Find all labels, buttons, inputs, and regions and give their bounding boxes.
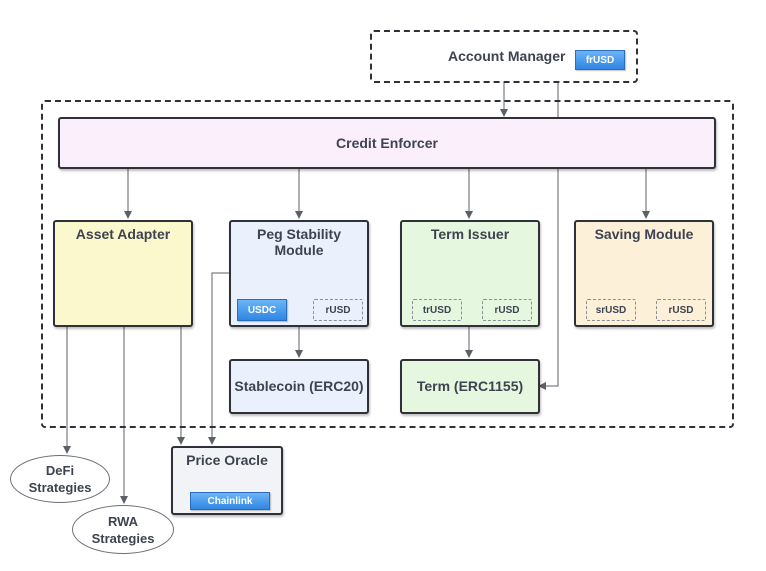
credit-enforcer-title: Credit Enforcer — [336, 135, 438, 151]
asset-adapter-title: Asset Adapter — [75, 226, 171, 242]
defi-strategies-node: DeFi Strategies — [10, 455, 110, 503]
price-oracle-title: Price Oracle — [186, 452, 268, 468]
stablecoin-title: Stablecoin (ERC20) — [234, 378, 364, 394]
saving-module-box: Saving Module srUSD rUSD — [574, 220, 714, 327]
arrow-peg-stability-to-price-oracle — [208, 272, 230, 445]
token-rusd: rUSD — [313, 299, 363, 321]
price-oracle-box: Price Oracle Chainlink — [171, 446, 283, 515]
rwa-strategies-line2: Strategies — [91, 530, 155, 546]
stablecoin-box: Stablecoin (ERC20) — [229, 359, 369, 414]
account-manager-title: Account Manager — [448, 48, 566, 64]
arrow-account-manager-to-term — [538, 83, 559, 390]
term-title: Term (ERC1155) — [416, 378, 524, 394]
defi-strategies-line1: DeFi — [45, 463, 75, 478]
token-rusd: rUSD — [656, 299, 706, 321]
peg-stability-title-line2: Module — [274, 242, 324, 258]
credit-enforcer-box: Credit Enforcer — [58, 117, 716, 169]
token-chainlink: Chainlink — [190, 492, 270, 510]
term-issuer-title: Term Issuer — [430, 226, 510, 242]
token-trusd: trUSD — [412, 299, 462, 321]
defi-strategies-line2: Strategies — [28, 480, 92, 495]
saving-module-title: Saving Module — [594, 226, 694, 242]
peg-stability-title-line1: Peg Stability — [256, 226, 342, 242]
token-frusd: frUSD — [575, 50, 625, 70]
term-box: Term (ERC1155) — [400, 359, 540, 414]
token-rusd: rUSD — [482, 299, 532, 321]
account-manager-group: Account Manager frUSD — [370, 30, 638, 83]
rwa-strategies-node: RWA Strategies — [72, 505, 174, 554]
peg-stability-module-box: Peg Stability Module USDC rUSD — [229, 220, 369, 327]
term-issuer-box: Term Issuer trUSD rUSD — [400, 220, 540, 327]
token-usdc: USDC — [237, 299, 287, 321]
asset-adapter-box: Asset Adapter — [53, 220, 193, 327]
token-srusd: srUSD — [586, 299, 636, 321]
protocol-group — [41, 100, 734, 428]
rwa-strategies-line1: RWA — [107, 513, 139, 529]
